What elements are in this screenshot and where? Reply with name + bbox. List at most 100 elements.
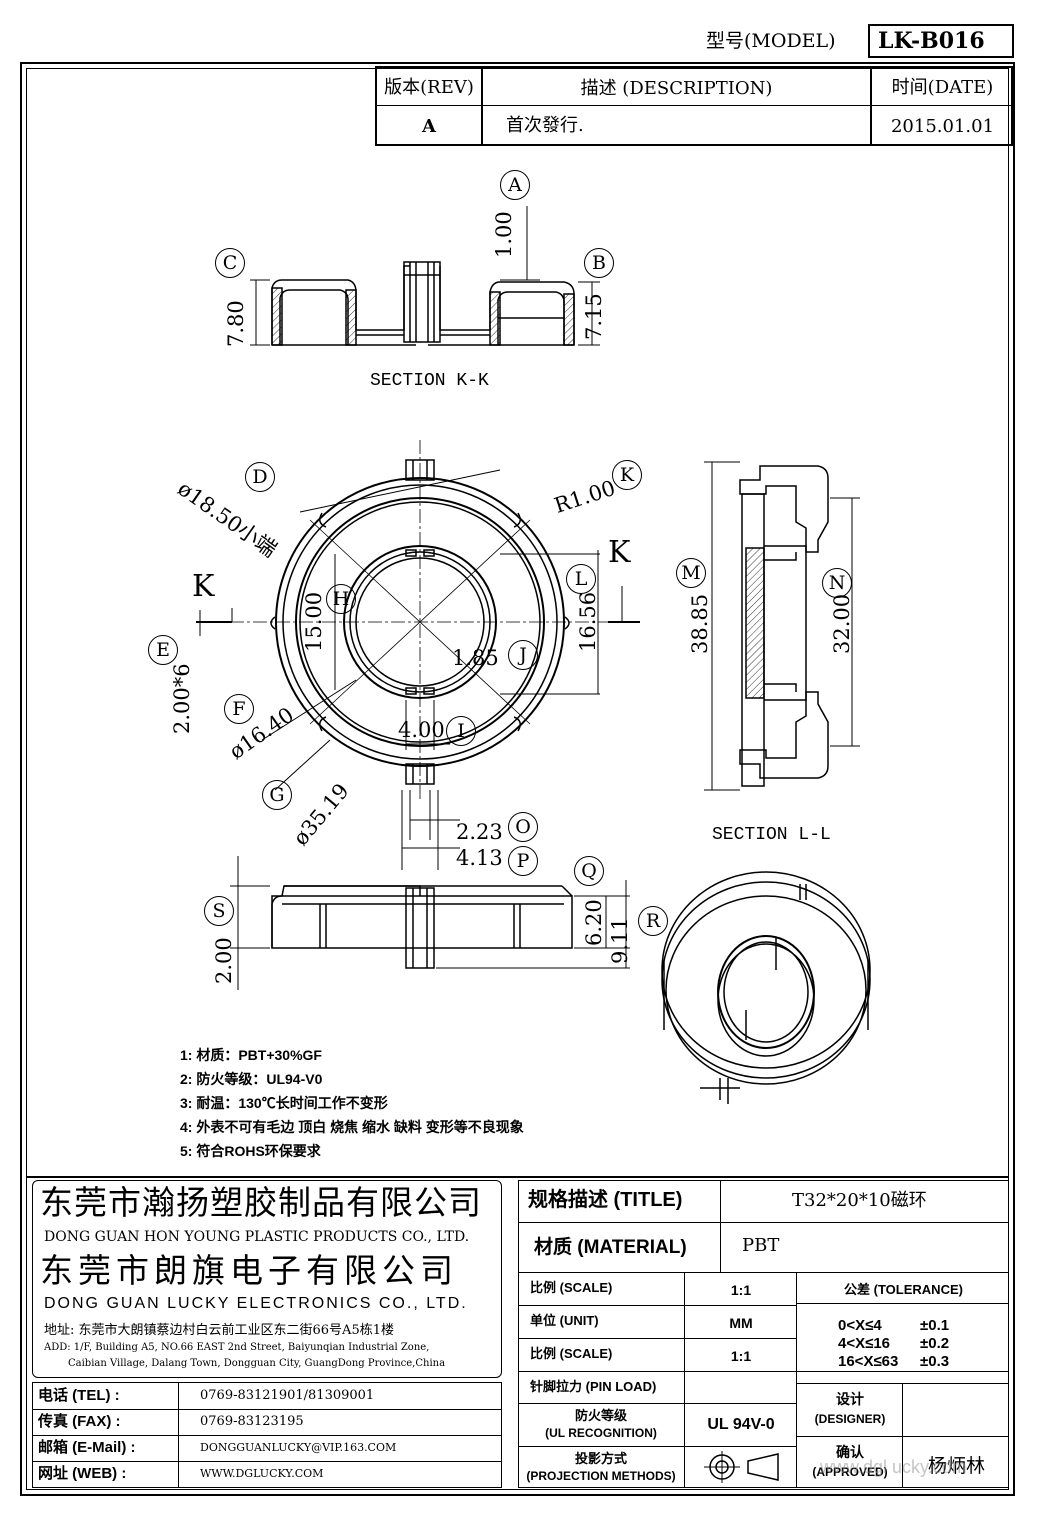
note-2: 2: 防火等级：UL94-V0 (180, 1071, 323, 1087)
designer-value (904, 1385, 1009, 1435)
callout-i: I (446, 716, 476, 746)
ul-value: UL 94V-0 (707, 1416, 775, 1433)
callout-f: F (224, 694, 254, 724)
designer-label-1: 设计 (836, 1391, 864, 1407)
callout-j: J (508, 640, 538, 670)
outer-frame (20, 62, 1015, 1496)
callout-o: O (508, 812, 538, 842)
dim-j: 1.85 (452, 646, 499, 670)
isometric-view (661, 871, 871, 1104)
approved-value: 杨炳林 (927, 1454, 985, 1477)
company-address-en-2: Caibian Village, Dalang Town, Dongguan C… (68, 1358, 446, 1369)
dim-o: 2.23 (456, 820, 503, 844)
title-block (26, 1176, 1009, 1490)
contact-tel-label: 电话 (TEL) : (38, 1387, 120, 1404)
company-address-cn: 地址: 东莞市大朗镇蔡边村白云前工业区东二街66号A5栋1楼 (44, 1323, 394, 1338)
front-view (230, 856, 630, 990)
company-address-en-1: ADD: 1/F, Building A5, NO.66 EAST 2nd St… (44, 1342, 430, 1353)
dim-h: 15.00 (302, 591, 326, 652)
ul-label-2: (UL RECOGNITION) (545, 1426, 657, 1440)
contact-web-value[interactable]: WWW.DGLUCKY.COM (200, 1467, 324, 1480)
watermark: www.dgl ucky.com (820, 1457, 967, 1477)
revision-table (375, 66, 1013, 146)
callout-d: D (245, 462, 275, 492)
unit-value: MM (729, 1314, 753, 1331)
section-kk-view (250, 206, 600, 346)
tolerance-label: 公差 (TOLERANCE) (844, 1282, 963, 1297)
approved-label-2: (APPROVED) (812, 1465, 888, 1479)
ul-label-1: 防火等级 (574, 1407, 627, 1423)
model-value: LK-B016 (878, 28, 985, 54)
section-ll-label: SECTION L-L (712, 825, 831, 845)
projection-symbol-icon (704, 1451, 779, 1483)
contact-fax-value: 0769-83123195 (200, 1414, 304, 1429)
model-box (868, 24, 1014, 58)
scale2-label: 比例 (SCALE) (530, 1346, 613, 1361)
callout-h: H (326, 584, 356, 614)
dim-r: 9.11 (608, 917, 632, 964)
tolerance-range-1: 0<X≤4 (838, 1317, 882, 1334)
callout-s: S (204, 896, 234, 926)
callout-m: M (676, 558, 706, 588)
inner-frame (26, 68, 1009, 1490)
model-label: 型号(MODEL) (706, 30, 836, 52)
pin-load-value (686, 1373, 796, 1403)
dim-c: 7.80 (224, 300, 248, 347)
contact-web-label: 网址 (WEB) : (38, 1465, 127, 1482)
dim-s: 2.00 (212, 937, 236, 984)
tolerance-value-2: ±0.2 (920, 1335, 950, 1352)
note-4: 4: 外表不可有毛边 顶白 烧焦 缩水 缺料 变形等不良现象 (180, 1119, 524, 1135)
projection-label-2: (PROJECTION METHODS) (526, 1469, 676, 1483)
title-value: T32*20*10磁环 (792, 1190, 927, 1211)
tolerance-value-1: ±0.1 (920, 1317, 950, 1334)
designer-label-2: (DESIGNER) (814, 1412, 886, 1426)
company-name-en-1: DONG GUAN HON YOUNG PLASTIC PRODUCTS CO.… (44, 1229, 470, 1245)
description-value: 首次發行. (506, 115, 584, 136)
spec-table (518, 1180, 1009, 1488)
callout-b: B (584, 248, 614, 278)
dim-p: 4.13 (456, 846, 503, 870)
dim-m: 38.85 (688, 593, 712, 654)
contact-email-label: 邮箱 (E-Mail) : (38, 1439, 136, 1456)
tolerance-range-2: 4<X≤16 (838, 1335, 891, 1352)
projection-label-1: 投影方式 (574, 1450, 627, 1466)
callout-q: Q (574, 856, 604, 886)
tolerance-value-3: ±0.3 (920, 1353, 950, 1370)
dim-a: 1.00 (492, 211, 516, 258)
callout-k: K (612, 460, 642, 490)
callout-e: E (148, 635, 178, 665)
callout-n: N (822, 568, 852, 598)
company-name-cn-2: 东莞市朗旗电子有限公司 (40, 1251, 458, 1290)
rev-value: A (422, 115, 436, 137)
scale-value: 1:1 (730, 1281, 752, 1298)
pin-load-label: 针脚拉力 (PIN LOAD) (530, 1379, 657, 1394)
note-3: 3: 耐温：130℃长时间工作不变形 (180, 1095, 388, 1111)
contact-tel-value: 0769-83121901/81309001 (200, 1388, 375, 1403)
company-box (32, 1180, 502, 1378)
section-marker-k-left: K (192, 569, 215, 604)
section-ll-view (704, 461, 860, 791)
dim-n: 32.00 (830, 593, 854, 654)
contact-fax-label: 传真 (FAX) : (38, 1413, 121, 1430)
dim-i: 4.00 (398, 718, 445, 742)
note-1: 1: 材质：PBT+30%GF (180, 1047, 322, 1063)
callout-p: P (508, 846, 538, 876)
company-name-cn-1: 东莞市瀚扬塑胶制品有限公司 (40, 1183, 482, 1222)
material-label: 材质 (MATERIAL) (534, 1237, 687, 1258)
date-value: 2015.01.01 (890, 115, 995, 137)
dim-q: 6.20 (582, 899, 606, 946)
description-header: 描述 (DESCRIPTION) (580, 78, 773, 99)
callout-r: R (638, 906, 668, 936)
material-value: PBT (742, 1235, 780, 1256)
callout-l: L (566, 564, 596, 594)
callout-g: G (262, 780, 292, 810)
company-name-en-2: DONG GUAN LUCKY ELECTRONICS CO., LTD. (44, 1295, 468, 1312)
unit-label: 单位 (UNIT) (530, 1313, 599, 1328)
contact-email-value[interactable]: DONGGUANLUCKY@VIP.163.COM (200, 1441, 397, 1454)
section-marker-k-right: K (608, 535, 631, 570)
technical-drawing (196, 206, 871, 1104)
dim-b: 7.15 (582, 293, 606, 340)
approved-label-1: 确认 (836, 1444, 864, 1460)
callout-c: C (215, 248, 245, 278)
scale-label: 比例 (SCALE) (530, 1280, 613, 1295)
